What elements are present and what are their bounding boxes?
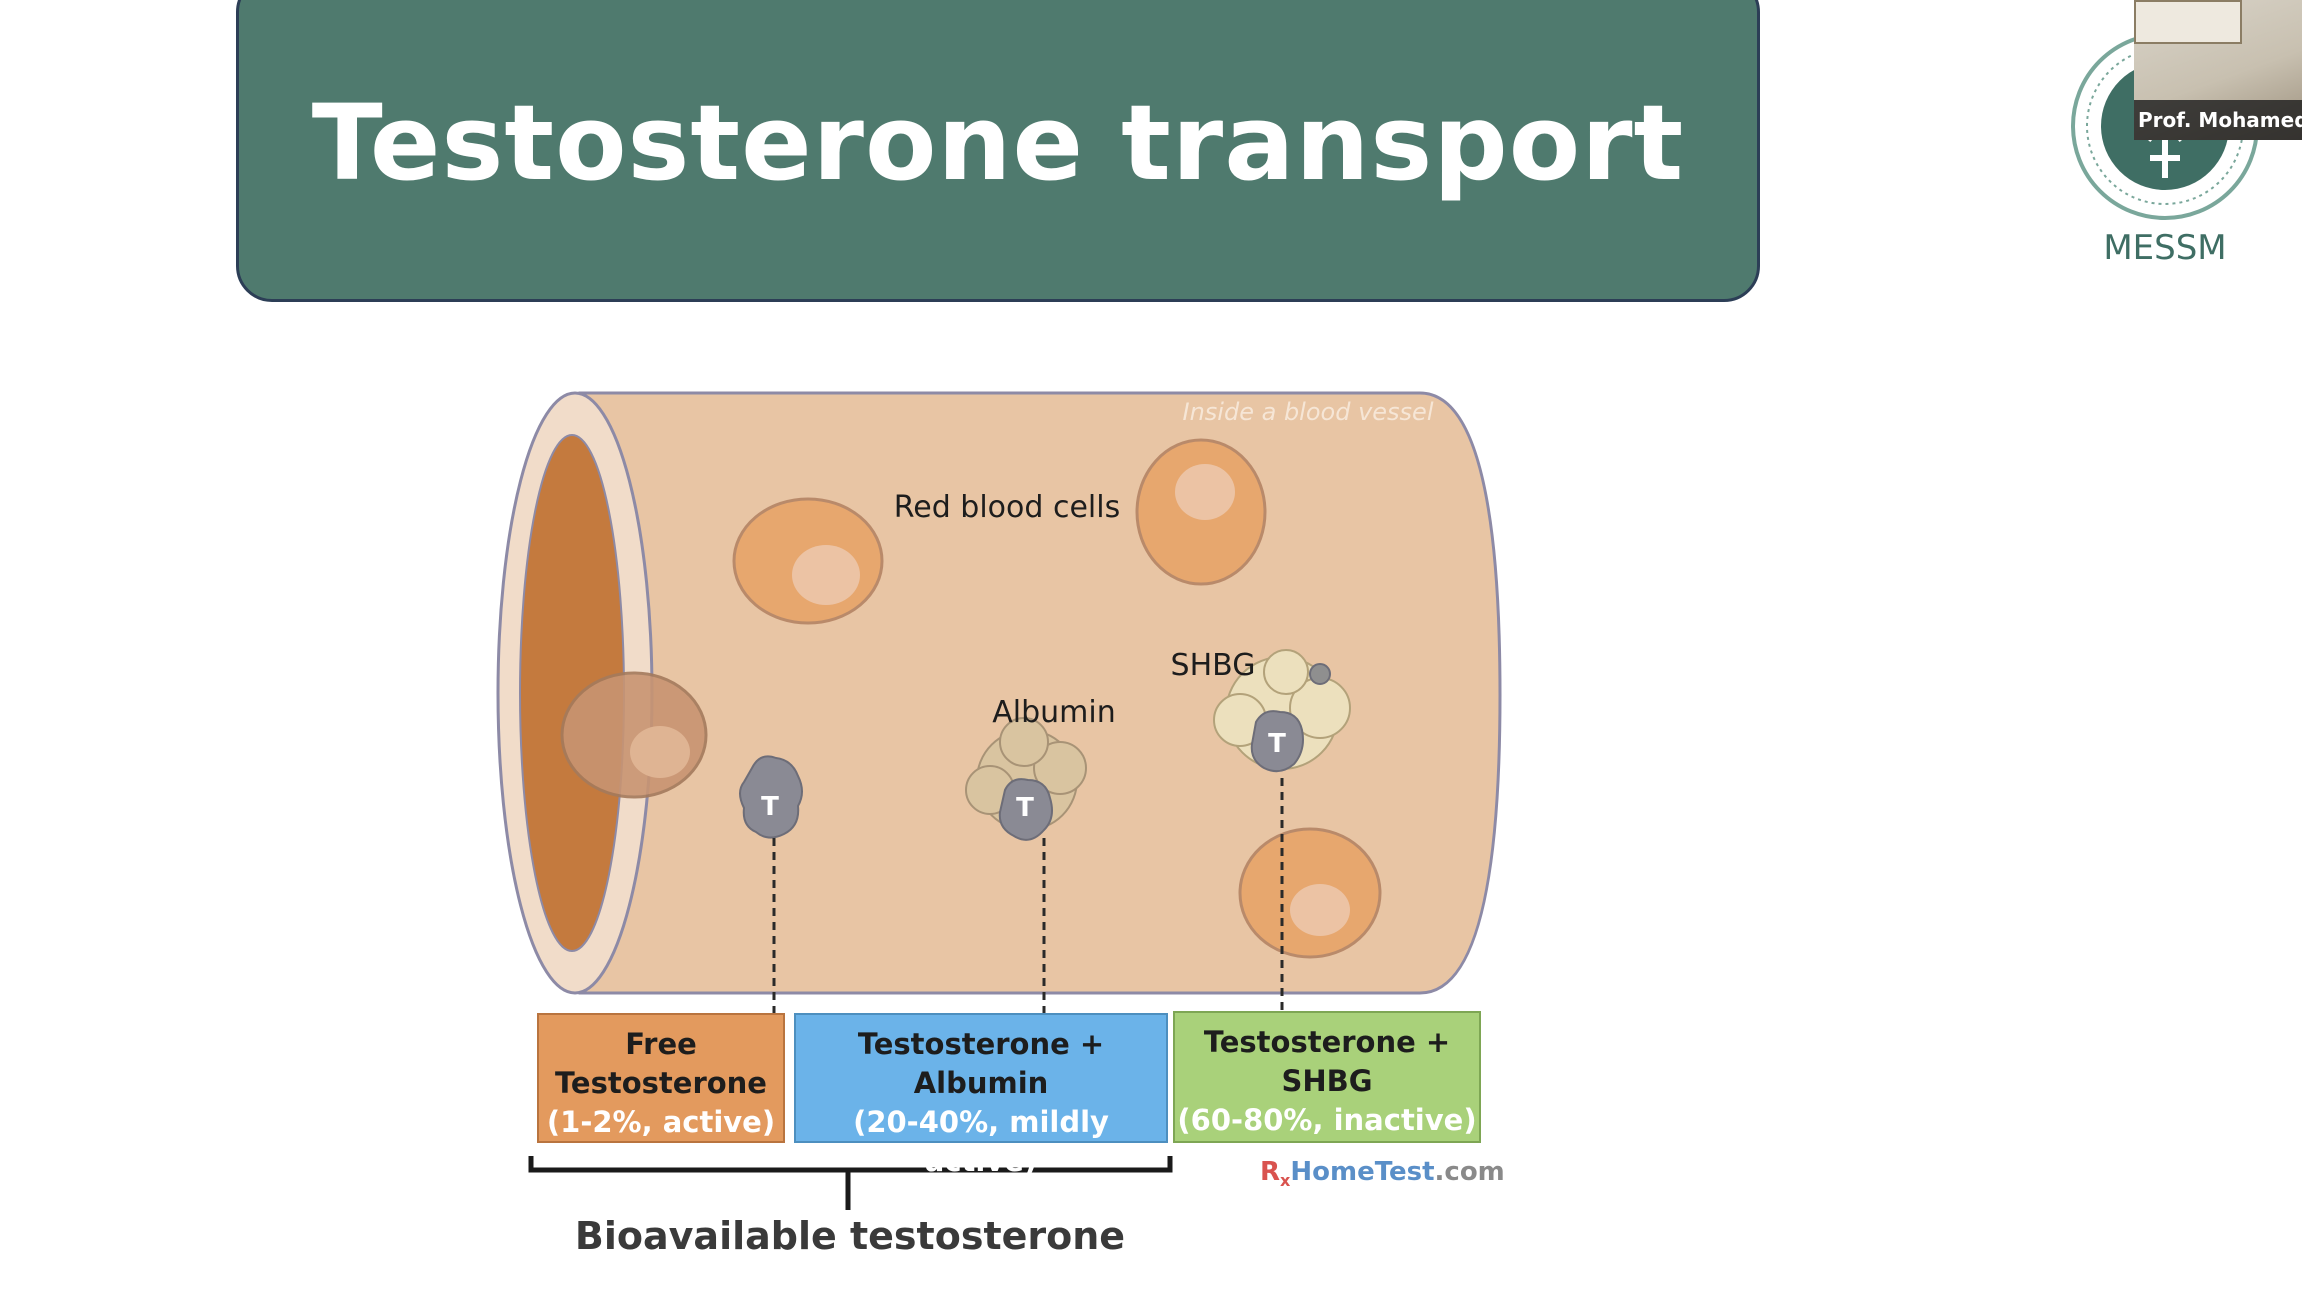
albumin-label: Albumin [992, 695, 1116, 730]
shbg-label: SHBG [1171, 648, 1256, 683]
free-box-line2: Testosterone [555, 1066, 767, 1100]
free-testosterone-box: Free Testosterone (1-2%, active) [537, 1013, 785, 1143]
shbg-box-pct: (60-80%, inactive) [1177, 1103, 1477, 1137]
bioavailable-bracket [528, 1156, 1173, 1210]
t-marker-free: T [761, 792, 779, 822]
t-marker-shbg: T [1268, 729, 1286, 759]
shbg-box-line2: SHBG [1281, 1064, 1373, 1098]
free-box-line1: Free [625, 1027, 697, 1061]
source-home: HomeTest [1290, 1157, 1435, 1187]
picture-frame [2134, 0, 2242, 44]
rbc-label: Red blood cells [894, 490, 1120, 525]
albumin-bound-box: Testosterone + Albumin (20-40%, mildly a… [794, 1013, 1168, 1178]
shbg-box-line1: Testosterone + [1203, 1025, 1451, 1059]
bioavailable-label: Bioavailable testosterone [574, 1214, 1126, 1258]
red-blood-cell-2 [1135, 438, 1267, 586]
albumin-box-line1: Testosterone + [857, 1027, 1105, 1061]
source-credit: RxHomeTest.com [1260, 1157, 1505, 1190]
free-testosterone-molecule: T [739, 755, 803, 839]
source-com: .com [1434, 1157, 1505, 1187]
albumin-complex: T [965, 717, 1087, 841]
webcam-label: Prof. Mohamed A [2134, 100, 2302, 140]
albumin-box-pct: (20-40%, mildly active) [853, 1105, 1109, 1178]
red-blood-cell-3 [560, 671, 708, 799]
source-x: x [1280, 1171, 1291, 1191]
vessel-caption: Inside a blood vessel [1183, 398, 1434, 426]
free-box-pct: (1-2%, active) [546, 1105, 776, 1139]
shbg-bound-box: Testosterone + SHBG (60-80%, inactive) [1173, 1011, 1481, 1143]
source-r: R [1260, 1157, 1281, 1187]
t-marker-albumin: T [1016, 793, 1034, 823]
slide-title: Testosterone transport [311, 82, 1685, 204]
title-banner [236, 0, 1760, 302]
logo-text: MESSM [2103, 228, 2227, 268]
webcam-thumbnail[interactable]: Prof. Mohamed A [2134, 0, 2302, 140]
shbg-complex: T [1213, 649, 1351, 773]
albumin-box-line2: Albumin [913, 1066, 1049, 1100]
red-blood-cell-4 [1238, 827, 1382, 959]
red-blood-cell-1 [732, 497, 884, 625]
